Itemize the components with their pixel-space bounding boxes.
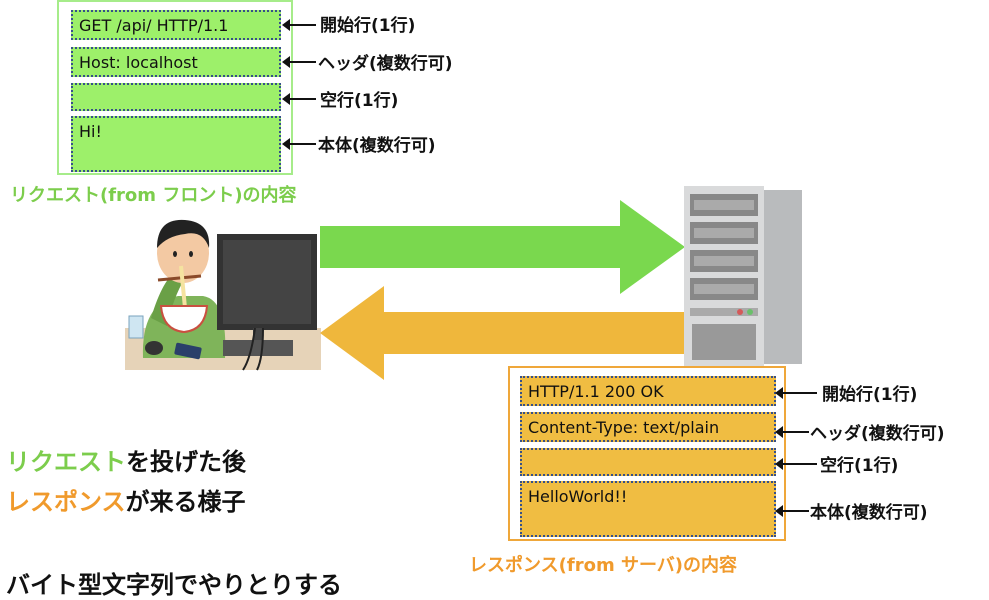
request-blank-label: 空行(1行): [320, 91, 399, 111]
request-start-line: GET /api/ HTTP/1.1: [71, 10, 281, 40]
request-body-label: 本体(複数行可): [318, 136, 436, 156]
request-caption: リクエスト(from フロント)の内容: [10, 185, 297, 206]
response-start-label: 開始行(1行): [822, 385, 918, 405]
response-panel: HTTP/1.1 200 OK Content-Type: text/plain…: [508, 366, 786, 541]
request-body-arrow: [282, 138, 316, 150]
summary-response-highlight: レスポンス: [6, 488, 126, 516]
request-arrow: [320, 200, 685, 294]
response-blank-line: [520, 448, 776, 476]
response-start-arrow: [775, 387, 817, 399]
response-blank-label: 空行(1行): [820, 456, 899, 476]
request-blank-arrow: [282, 93, 316, 105]
summary-response-rest: が来る様子: [125, 488, 246, 516]
response-header: Content-Type: text/plain: [520, 412, 776, 442]
summary-request-highlight: リクエスト: [6, 448, 126, 476]
server-illustration: [684, 186, 802, 366]
response-start-line: HTTP/1.1 200 OK: [520, 376, 776, 406]
request-body: Hi!: [71, 116, 281, 172]
request-start-label: 開始行(1行): [320, 16, 416, 36]
person-eating-at-computer-illustration: [125, 219, 321, 371]
response-caption: レスポンス(from サーバ)の内容: [469, 555, 738, 576]
request-header: Host: localhost: [71, 47, 281, 77]
request-start-arrow: [282, 19, 316, 31]
summary-bytes-line: バイト型文字列でやりとりする: [6, 571, 342, 599]
summary-request-rest: を投げた後: [126, 448, 246, 476]
response-body-label: 本体(複数行可): [810, 503, 928, 523]
response-body-arrow: [775, 505, 809, 517]
request-header-label: ヘッダ(複数行可): [318, 54, 453, 74]
request-panel: GET /api/ HTTP/1.1 Host: localhost Hi!: [57, 0, 293, 175]
request-blank-line: [71, 83, 281, 111]
response-header-label: ヘッダ(複数行可): [810, 424, 945, 444]
response-body: HelloWorld!!: [520, 481, 776, 537]
response-arrow: [320, 286, 684, 380]
summary-line-response: レスポンスが来る様子: [6, 482, 246, 517]
request-header-arrow: [282, 56, 316, 68]
summary-line-request: リクエストを投げた後: [6, 442, 246, 477]
response-header-arrow: [775, 426, 809, 438]
response-blank-arrow: [775, 458, 817, 470]
